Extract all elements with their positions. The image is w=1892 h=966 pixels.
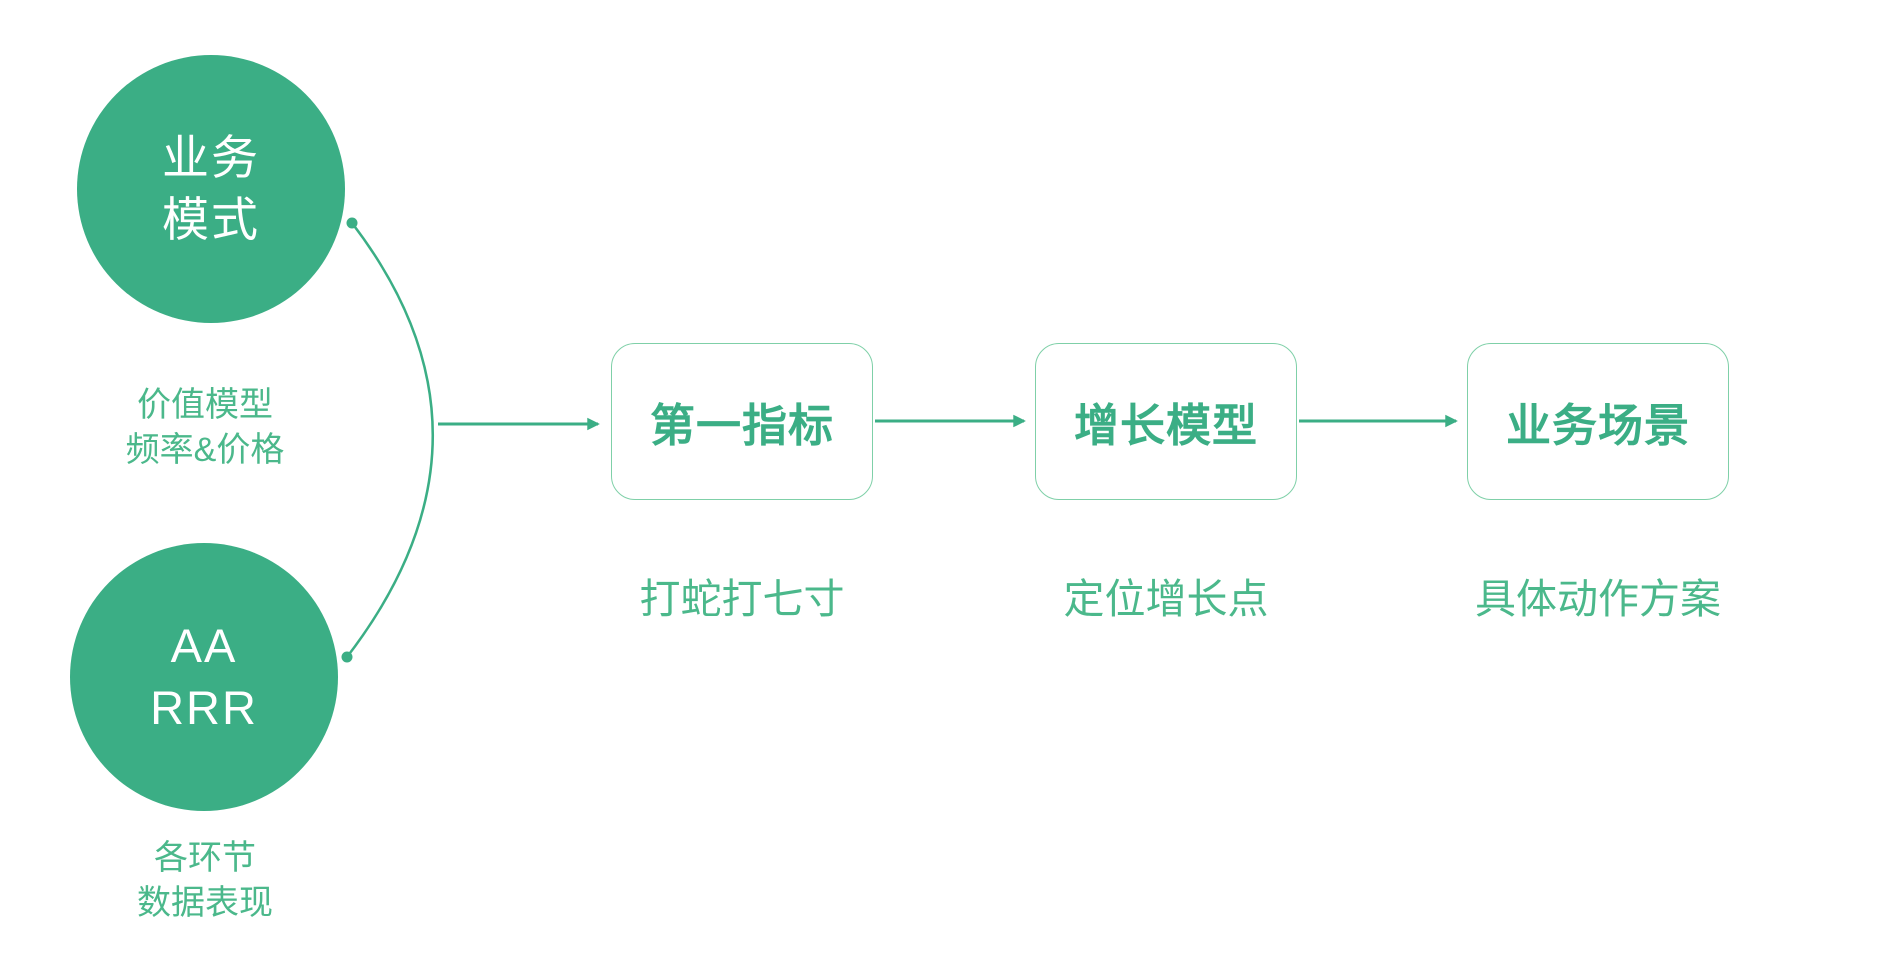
caption-business-model-line2: 频率&价格 [125,431,285,470]
node-business-model-line1: 业务 [162,130,260,184]
node-first-metric-label: 第一指标 [649,400,834,451]
caption-aarrr-line1: 各环节 [154,839,256,877]
node-aarrr-line1: AA [170,618,238,672]
caption-business-scenario: 具体动作方案 [1475,576,1721,622]
node-aarrr: AA RRR [70,543,338,811]
caption-aarrr-line2: 数据表现 [137,884,273,923]
node-business-model-line2: 模式 [162,193,260,246]
node-first-metric: 第一指标 [611,343,873,500]
caption-business-model: 价值模型 频率&价格 [30,383,380,473]
node-aarrr-line2: RRR [150,681,258,734]
curve-endpoint-dot-bottom [341,651,353,663]
node-growth-model: 增长模型 [1035,343,1297,500]
caption-aarrr: 各环节 数据表现 [30,836,380,926]
curve-endpoint-dot-top [346,217,358,229]
node-business-scenario-label: 业务场景 [1505,400,1690,451]
caption-first-metric: 打蛇打七寸 [639,576,845,622]
caption-business-model-line1: 价值模型 [137,386,273,424]
node-business-scenario: 业务场景 [1467,343,1729,500]
caption-growth-model: 定位增长点 [1063,576,1269,622]
node-business-model: 业务 模式 [77,55,345,323]
node-growth-model-label: 增长模型 [1073,400,1258,451]
